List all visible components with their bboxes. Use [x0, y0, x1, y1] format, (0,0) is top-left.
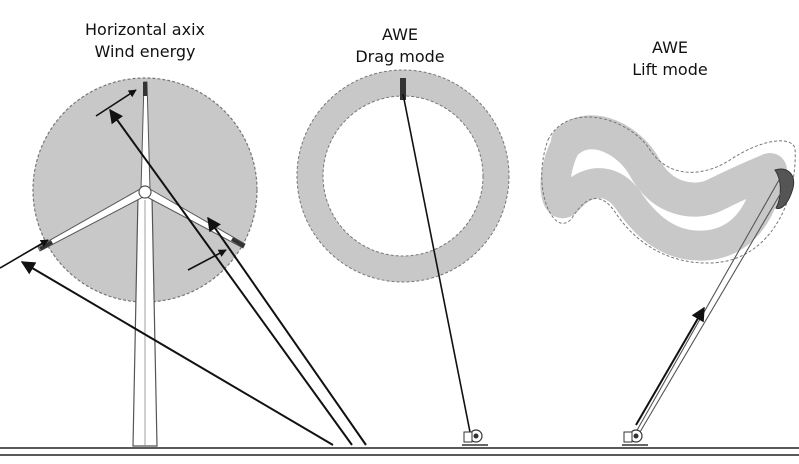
tip-motion-arrow-left: [0, 239, 49, 269]
tether-icon: [402, 93, 471, 433]
arrow-to-turbine-left: [20, 261, 334, 446]
title-lift-mode-line1: AWE: [652, 38, 688, 57]
awe-lift-mode-panel: [540, 115, 796, 446]
lift-mode-path-outline: [541, 116, 796, 264]
awe-drag-mode-panel: [296, 69, 510, 446]
title-drag-mode: AWE Drag mode: [340, 24, 460, 68]
tether-icon: [635, 179, 780, 433]
arrow-to-turbine-top: [109, 108, 353, 446]
kite-icon: [774, 168, 795, 209]
title-horizontal-axis-line2: Wind energy: [94, 42, 196, 61]
comparison-arrows: [20, 108, 705, 446]
turbine-hub: [138, 185, 152, 199]
ground-station-icon: [462, 429, 488, 446]
title-drag-mode-line2: Drag mode: [355, 47, 445, 66]
kite-icon: [400, 78, 406, 100]
title-drag-mode-line1: AWE: [382, 25, 418, 44]
lift-mode-flight-path: [551, 115, 787, 217]
ground-station-icon: [622, 429, 648, 446]
lift-mode-flight-path-return: [540, 126, 785, 261]
tip-motion-arrow-top: [95, 89, 137, 117]
horizontal-axis-turbine-panel: [0, 77, 258, 447]
tether-line-2: [639, 185, 786, 433]
arrow-lift-mode: [635, 306, 705, 426]
title-lift-mode: AWE Lift mode: [610, 37, 730, 81]
turbine-blade-tip-right: [230, 237, 246, 248]
arrow-to-turbine-right: [207, 216, 367, 446]
drag-mode-path-outer-edge: [296, 69, 510, 283]
title-horizontal-axis-line1: Horizontal axix: [85, 20, 205, 39]
drag-mode-flight-path: [297, 70, 509, 282]
wind-turbine-icon: [37, 81, 246, 447]
title-horizontal-axis: Horizontal axix Wind energy: [55, 19, 235, 63]
drag-mode-path-inner-edge: [322, 95, 484, 257]
tip-motion-arrow-right: [187, 249, 227, 271]
title-lift-mode-line2: Lift mode: [632, 60, 708, 79]
